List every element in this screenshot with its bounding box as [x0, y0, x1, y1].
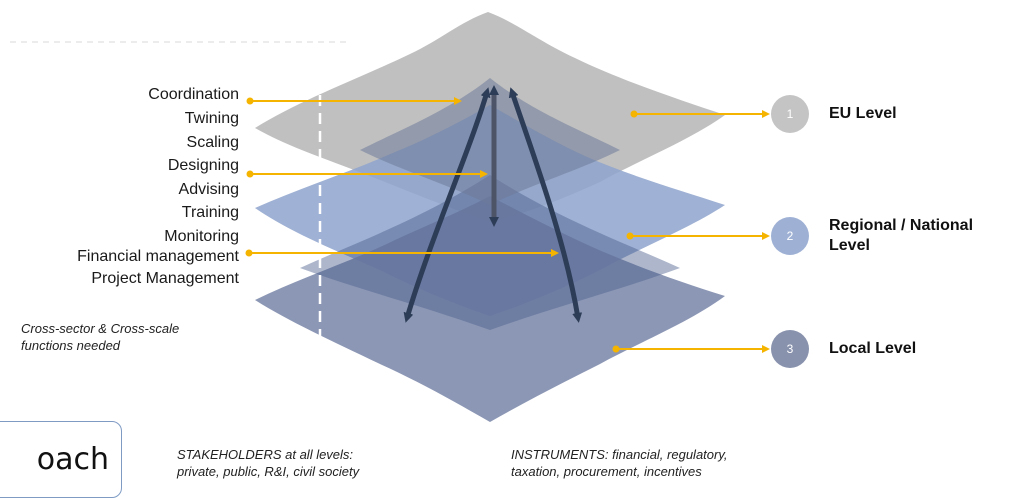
- cross-sector-note-line1: Cross-sector & Cross-scale: [21, 321, 180, 336]
- approach-box-text: oach: [36, 442, 109, 477]
- level-3-label-line1: Local Level: [829, 340, 917, 357]
- function-training: Training: [181, 204, 239, 221]
- arrow-right: [508, 87, 583, 323]
- stakeholders-line1: STAKEHOLDERS at all levels:: [177, 447, 354, 462]
- function-designing: Designing: [167, 157, 239, 174]
- level-2-label: Regional / National Level: [829, 216, 973, 256]
- stakeholders-caption: STAKEHOLDERS at all levels: private, pub…: [177, 446, 359, 480]
- level-1-label: EU Level: [829, 104, 897, 124]
- cross-sector-note-line2: functions needed: [21, 338, 121, 353]
- level-1-label-line1: EU Level: [829, 105, 897, 122]
- function-twining: Twining: [184, 110, 239, 127]
- function-coordination: Coordination: [148, 86, 239, 103]
- function-project-management: Project Management: [91, 270, 239, 287]
- function-scaling: Scaling: [186, 134, 239, 151]
- level-1-badge: 1: [771, 95, 809, 133]
- instruments-line2: taxation, procurement, incentives: [511, 464, 702, 479]
- function-financial-management: Financial management: [77, 248, 239, 265]
- function-monitoring: Monitoring: [164, 228, 239, 245]
- level-3-label: Local Level: [829, 339, 916, 359]
- level-2-label-line2: Level: [829, 237, 870, 254]
- arrow-left: [403, 87, 491, 323]
- level-3-badge: 3: [771, 330, 809, 368]
- layer-diagram: [10, 12, 770, 422]
- approach-box: oach: [0, 421, 122, 498]
- left-connectors: [245, 97, 559, 257]
- right-connectors: [612, 110, 770, 353]
- instruments-line1: INSTRUMENTS: financial, regulatory,: [511, 447, 728, 462]
- level-2-badge: 2: [771, 217, 809, 255]
- function-advising: Advising: [178, 181, 239, 198]
- instruments-caption: INSTRUMENTS: financial, regulatory, taxa…: [511, 446, 728, 480]
- level-2-label-line1: Regional / National: [829, 217, 974, 234]
- cross-sector-note: Cross-sector & Cross-scale functions nee…: [21, 320, 179, 354]
- stakeholders-line2: private, public, R&I, civil society: [177, 464, 360, 479]
